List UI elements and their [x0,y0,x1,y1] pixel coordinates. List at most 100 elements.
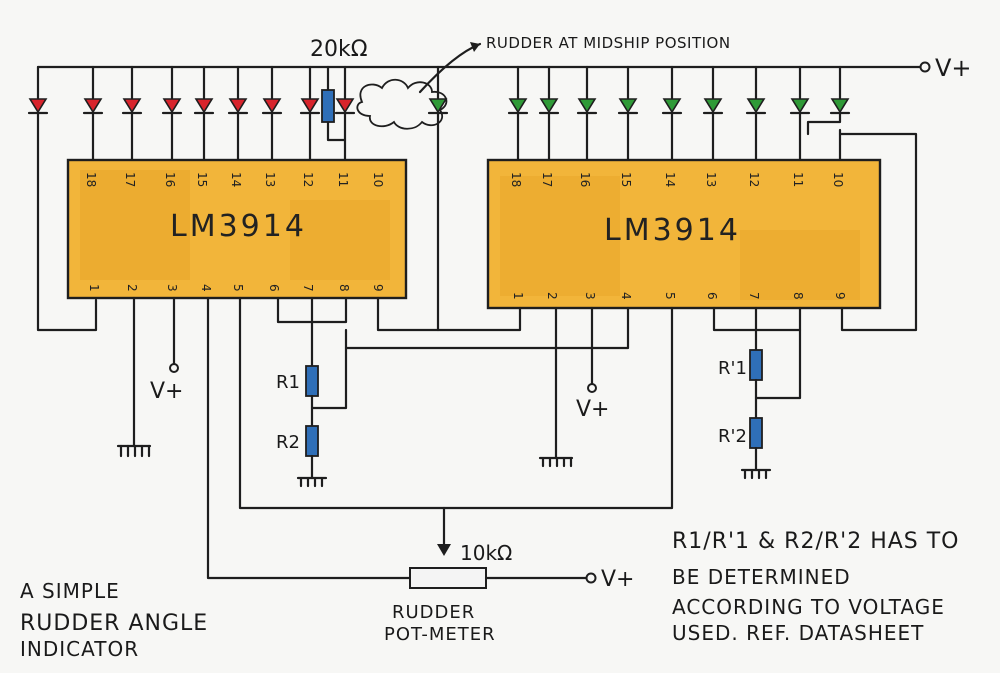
led-green [577,98,597,114]
pin-label: 7 [747,292,761,300]
resistor-r1 [305,365,319,397]
chip-right-top-pins: 18 17 16 15 14 13 12 11 10 [509,172,845,187]
note-line3: ACCORDING TO VOLTAGE [672,595,945,619]
resistor-20k: 20kΩ [310,37,368,142]
title-line1: A SIMPLE [20,579,120,603]
note-line2: BE DETERMINED [672,565,851,589]
pin-label: 3 [583,292,597,300]
chip-left-top-pins: 18 17 16 15 14 13 12 11 10 [84,172,385,187]
r1-label: R1 [276,372,300,393]
note-line4: USED. REF. DATASHEET [672,621,924,645]
right-chip-bottom-wiring: V+ R'1 R'2 [442,306,802,510]
pin-label: 1 [511,292,525,300]
led-red [162,98,182,114]
vplus-left-label: V+ [150,379,183,404]
pin-label: 7 [301,284,315,292]
pin-label: 10 [831,172,845,187]
pin-label: 3 [165,284,179,292]
led-green [830,98,850,114]
led-green [618,98,638,114]
pin-label: 2 [545,292,559,300]
midship-annotation: RUDDER AT MIDSHIP POSITION [486,34,731,52]
note-line1: R1/R'1 & R2/R'2 HAS TO [672,529,960,554]
pin-label: 13 [704,172,718,187]
pin-label: 5 [663,292,677,300]
pin-label: 6 [267,284,281,292]
pin-label: 15 [619,172,633,187]
pin-label: 14 [229,172,243,187]
pin-label: 1 [87,284,101,292]
led-green [539,98,559,114]
chip-left-title: LM3914 [170,209,307,244]
pot-label-line1: RUDDER [392,602,475,623]
pin-label: 13 [263,172,277,187]
led-bank-red [27,98,356,115]
pin-label: 18 [84,172,98,187]
led-red [28,98,48,114]
pin-label: 5 [231,284,245,292]
pin-label: 2 [125,284,139,292]
pin-label: 9 [833,292,847,300]
resistor-r1-prime [749,349,763,381]
right-chip-loop [838,132,918,332]
led-red [262,98,282,114]
pin-label: 8 [337,284,351,292]
led-red [194,98,214,114]
crossover-bus [344,306,630,350]
pin-label: 11 [336,172,350,187]
chip-left-bottom-pins: 1 2 3 4 5 6 7 8 9 [87,284,385,292]
led-green [703,98,723,114]
chip-left: LM3914 18 17 16 15 14 13 12 11 10 1 2 3 … [66,158,408,300]
title-line3: INDICATOR [20,637,139,661]
pin-label: 12 [747,172,761,187]
r2-prime-label: R'2 [718,426,747,447]
resistor-r2 [305,425,319,457]
rudder-potmeter: V+ 10kΩ RUDDER POT-METER [384,541,634,645]
led-red [228,98,248,114]
pin-label: 11 [791,172,805,187]
led-bank-green [427,98,851,115]
led-green [662,98,682,114]
pin-label: 17 [123,172,137,187]
led-red [122,98,142,114]
led-red [335,98,355,114]
resistor-20k-label: 20kΩ [310,37,368,62]
title-line2: RUDDER ANGLE [20,611,208,636]
chip-right-title: LM3914 [604,213,741,248]
resistor-r2-prime [749,417,763,449]
pin-label: 6 [705,292,719,300]
vplus-top-label: V+ [935,54,972,82]
led-red [300,98,320,114]
pin-label: 16 [578,172,592,187]
pin-label: 8 [791,292,805,300]
r2-label: R2 [276,432,300,453]
led-green [746,98,766,114]
pin-label: 10 [371,172,385,187]
pot-label-line2: POT-METER [384,624,496,645]
r1-prime-label: R'1 [718,358,747,379]
chip-right: LM3914 18 17 16 15 14 13 12 11 10 1 2 3 … [486,158,882,310]
led-red [83,98,103,114]
led-drops [36,65,842,100]
design-note: R1/R'1 & R2/R'2 HAS TO BE DETERMINED ACC… [672,529,960,645]
led-green [790,98,810,114]
pin-label: 17 [540,172,554,187]
diagram-title: A SIMPLE RUDDER ANGLE INDICATOR [20,579,208,661]
pin-label: 18 [509,172,523,187]
pin-label: 4 [619,292,633,300]
pin-label: 16 [163,172,177,187]
pin-label: 9 [371,284,385,292]
chip-right-bottom-pins: 1 2 3 4 5 6 7 8 9 [511,292,847,300]
led-green [428,98,448,114]
pin-label: 15 [195,172,209,187]
pin-label: 14 [663,172,677,187]
midship-cloud: RUDDER AT MIDSHIP POSITION [356,34,731,130]
left-chip-bottom-wiring: V+ R1 R2 [116,296,522,580]
led-green [508,98,528,114]
pin-label: 4 [199,284,213,292]
vplus-mid-label: V+ [576,397,609,422]
vplus-pot-label: V+ [601,567,634,592]
pin-label: 12 [301,172,315,187]
